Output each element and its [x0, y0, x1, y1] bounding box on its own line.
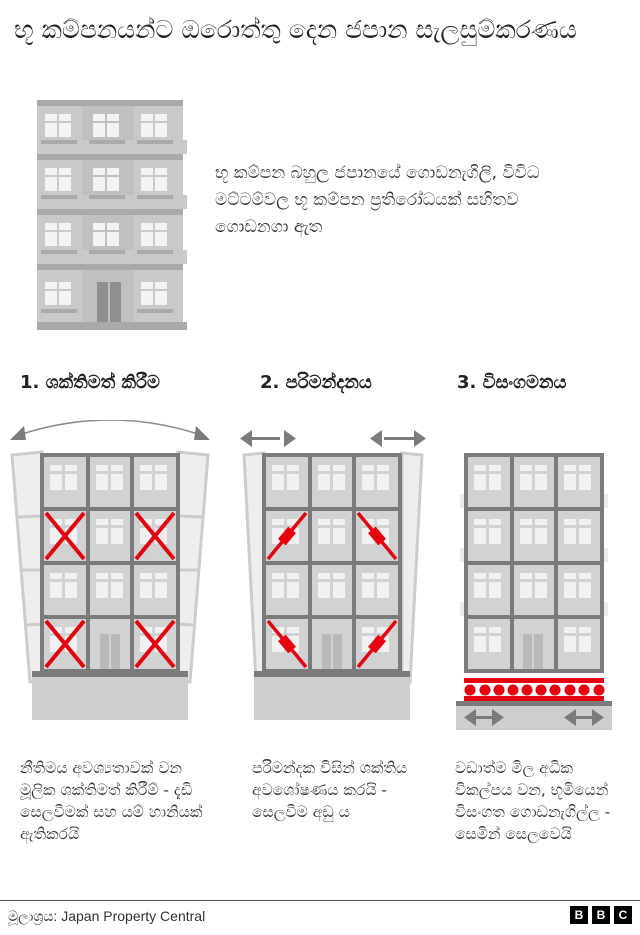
footer-divider — [0, 900, 640, 901]
rigid-frame-building-illustration — [10, 420, 210, 720]
bbc-logo-block: C — [614, 906, 632, 924]
apartment-building-icon — [37, 100, 187, 330]
infographic-title: භූ කම්පනයන්ට ඔරොත්තු දෙන ජපාන සැලසුම්කරණ… — [14, 15, 577, 44]
step-3-heading: 3. විසංගමනය — [457, 372, 567, 393]
step-2-heading: 2. පරිමන්දනය — [260, 372, 372, 393]
bbc-logo-block: B — [570, 906, 588, 924]
bbc-logo-block: B — [592, 906, 610, 924]
double-arrow-icon — [240, 430, 426, 447]
bbc-logo: B B C — [570, 906, 632, 924]
step-1-description: නීතිමය අවශ්‍යතාවක් වන මූලික ශක්තිමත් කිර… — [20, 759, 203, 843]
cross-brace-icon — [44, 511, 176, 669]
step-3-description: වඩාත්ම මිල අධික විකල්පය වන, භූමියෙන් විස… — [455, 759, 611, 843]
ground-motion-arrow-icon — [464, 709, 604, 726]
step-2-description: පරිමන්දක විසින් ශක්තිය අවශෝෂණය කරයි - සෙ… — [252, 759, 408, 821]
base-isolation-building-illustration — [456, 453, 612, 730]
source-credit: මූලාශ්‍රය: Japan Property Central — [8, 908, 206, 924]
intro-description: භූ කම්පන බහුල ජපානයේ ගොඩනැගිලි, විවිධ මට… — [215, 163, 540, 237]
sway-arc-arrow-icon — [10, 420, 210, 440]
base-isolator-icon — [464, 678, 605, 701]
damper-building-illustration — [240, 430, 426, 720]
step-1-heading: 1. ශක්තිමත් කිරීම — [20, 372, 160, 393]
